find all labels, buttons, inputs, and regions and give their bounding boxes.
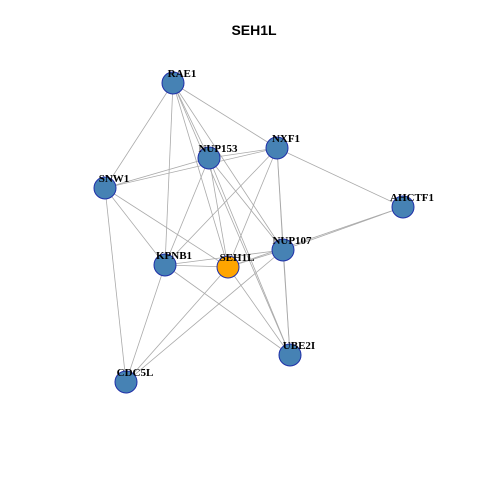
edge-nup153-seh1l	[208, 157, 229, 268]
edge-rae1-ube2i	[172, 82, 291, 356]
node-ahctf1[interactable]: AHCTF1	[390, 192, 434, 219]
node-snw1[interactable]: SNW1	[93, 173, 130, 200]
node-label-rae1: RAE1	[168, 68, 197, 80]
edge-layer	[104, 82, 404, 383]
node-label-nup153: NUP153	[198, 143, 238, 155]
node-nup153[interactable]: NUP153	[197, 143, 238, 170]
edge-rae1-seh1l	[172, 82, 229, 268]
edge-snw1-cdc5l	[104, 187, 127, 383]
node-nup107[interactable]: NUP107	[271, 235, 312, 262]
node-nxf1[interactable]: NXF1	[265, 133, 300, 160]
edge-nup153-kpnb1	[164, 157, 210, 266]
node-circle-ahctf1[interactable]	[391, 195, 415, 219]
edge-nxf1-seh1l	[227, 147, 278, 268]
graph-title: SEH1L	[231, 22, 277, 38]
node-label-ube2i: UBE2I	[283, 340, 315, 352]
edge-nup153-snw1	[104, 157, 210, 189]
edge-kpnb1-cdc5l	[125, 264, 166, 383]
edge-rae1-nxf1	[172, 82, 278, 149]
node-circle-kpnb1[interactable]	[153, 253, 177, 277]
edge-nxf1-snw1	[104, 147, 278, 189]
edge-ahctf1-seh1l	[227, 206, 404, 268]
node-circle-nxf1[interactable]	[265, 136, 289, 160]
node-label-cdc5l: CDC5L	[117, 367, 154, 379]
edge-kpnb1-ube2i	[164, 264, 291, 356]
node-label-ahctf1: AHCTF1	[390, 192, 434, 204]
node-circle-snw1[interactable]	[93, 176, 117, 200]
edge-rae1-kpnb1	[164, 82, 174, 266]
node-circle-seh1l[interactable]	[216, 255, 240, 279]
edge-nup153-nup107	[208, 157, 284, 251]
edge-seh1l-ube2i	[227, 266, 291, 356]
edge-nup153-ube2i	[208, 157, 291, 356]
edge-rae1-snw1	[104, 82, 174, 189]
node-ube2i[interactable]: UBE2I	[278, 340, 315, 367]
node-circle-rae1[interactable]	[161, 71, 185, 95]
node-label-kpnb1: KPNB1	[156, 250, 192, 262]
edge-nxf1-kpnb1	[164, 147, 278, 266]
edge-snw1-seh1l	[104, 187, 229, 268]
node-circle-cdc5l[interactable]	[114, 370, 138, 394]
edge-rae1-nup153	[172, 82, 210, 159]
node-label-seh1l: SEH1L	[220, 252, 255, 264]
node-seh1l[interactable]: SEH1L	[216, 252, 255, 279]
node-label-nxf1: NXF1	[272, 133, 300, 145]
node-circle-ube2i[interactable]	[278, 343, 302, 367]
node-label-nup107: NUP107	[272, 235, 312, 247]
edge-nxf1-ahctf1	[276, 147, 404, 208]
node-circle-nup107[interactable]	[271, 238, 295, 262]
edge-nup107-cdc5l	[125, 249, 284, 383]
edge-rae1-nup107	[172, 82, 284, 251]
edge-seh1l-cdc5l	[125, 266, 229, 383]
node-kpnb1[interactable]: KPNB1	[153, 250, 192, 277]
node-cdc5l[interactable]: CDC5L	[114, 367, 154, 394]
node-rae1[interactable]: RAE1	[161, 68, 197, 95]
node-label-snw1: SNW1	[99, 173, 130, 185]
edge-snw1-kpnb1	[104, 187, 166, 266]
edge-nup107-ube2i	[282, 249, 291, 356]
node-circle-nup153[interactable]	[197, 146, 221, 170]
